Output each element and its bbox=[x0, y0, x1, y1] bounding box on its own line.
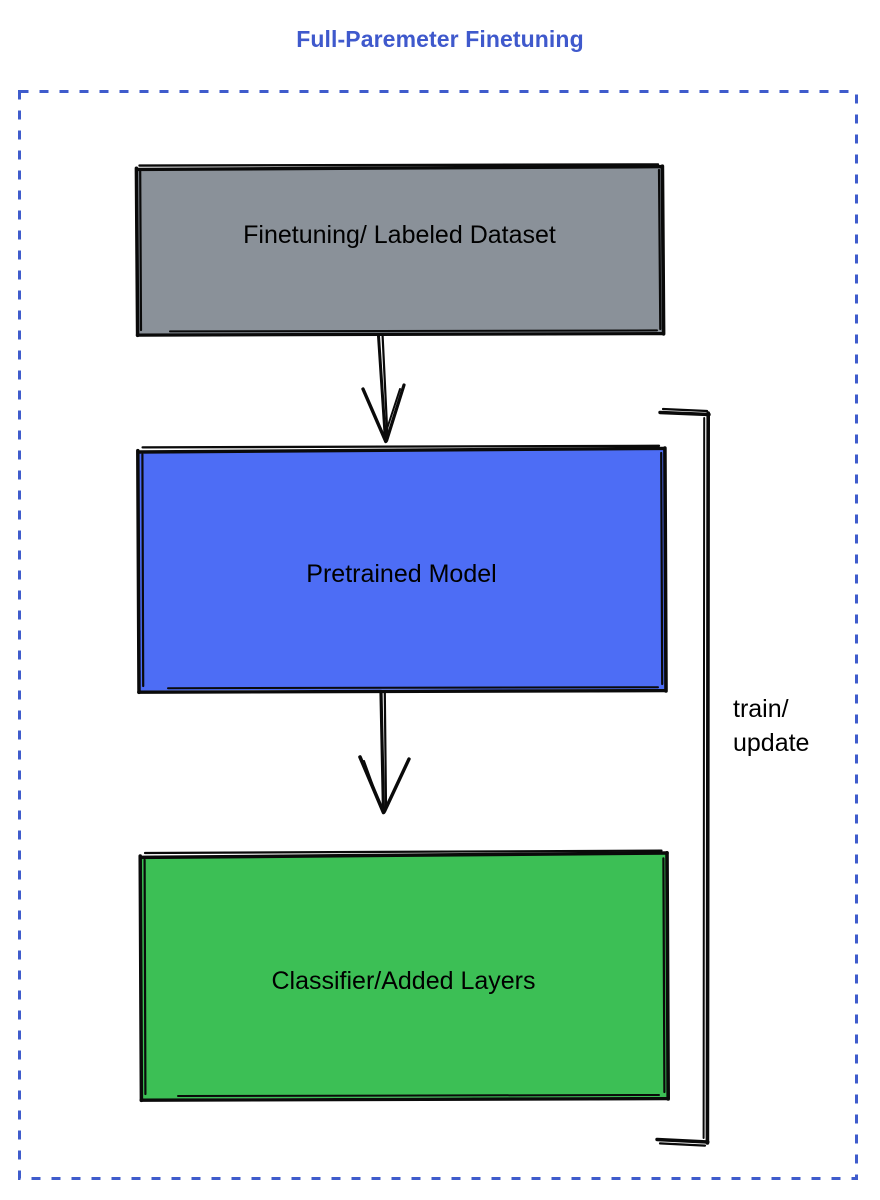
node-dataset-shape bbox=[134, 163, 666, 338]
edge-label-line-1: train/ bbox=[733, 695, 789, 723]
node-pretrained-fill bbox=[139, 449, 665, 691]
node-pretrained-shape bbox=[136, 444, 668, 695]
edge-label-line-2: update bbox=[733, 728, 810, 757]
node-classifier-fill bbox=[141, 854, 668, 1099]
page-title: Full-Paremeter Finetuning bbox=[296, 26, 584, 52]
node-classifier-shape bbox=[138, 849, 670, 1103]
node-pretrained-label: Pretrained Model bbox=[306, 560, 497, 588]
node-classifier[interactable]: Classifier/Added Layers bbox=[138, 849, 670, 1103]
node-dataset[interactable]: Finetuning/ Labeled Dataset bbox=[134, 163, 666, 338]
node-dataset-label: Finetuning/ Labeled Dataset bbox=[243, 221, 556, 249]
node-pretrained[interactable]: Pretrained Model bbox=[136, 444, 668, 695]
node-classifier-label: Classifier/Added Layers bbox=[271, 967, 536, 995]
arrow-pretrained-to-classifier bbox=[358, 691, 411, 815]
edge-label-train-update: train/ update bbox=[733, 693, 863, 761]
arrow-dataset-to-pretrained bbox=[361, 334, 406, 444]
node-dataset-fill bbox=[137, 167, 663, 334]
